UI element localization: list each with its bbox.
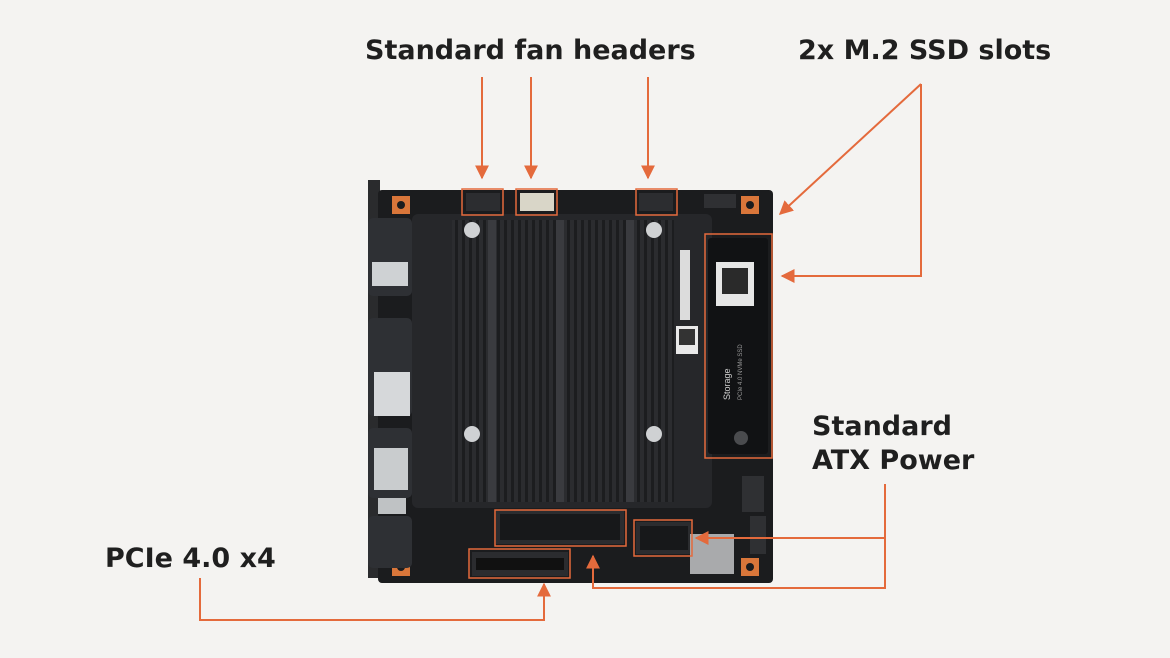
ssd-arrow-1: [778, 83, 922, 215]
cpu-heatsink: [412, 214, 712, 508]
m2-ssd: Storage PCIe 4.0 NVMe SSD: [708, 238, 768, 454]
fan-header-2: [520, 193, 554, 211]
ssd-brand-text: Storage: [722, 368, 732, 400]
atx-power-label-line1: Standard: [812, 411, 952, 442]
atx-8pin-connector: [636, 522, 692, 554]
heatsink-screw: [646, 426, 662, 442]
pcie-label: PCIe 4.0 x4: [105, 543, 276, 574]
fan-headers-label: Standard fan headers: [365, 35, 696, 66]
ssd-model-text: PCIe 4.0 NVMe SSD: [738, 344, 744, 400]
callout-arrows: [199, 77, 922, 621]
atx-24pin-connector: [496, 510, 624, 544]
pcie-slot: [472, 552, 568, 576]
misc-header: [704, 194, 736, 208]
motherboard: Storage PCIe 4.0 NVMe SSD: [368, 180, 773, 583]
lan-port: [690, 534, 734, 574]
heatsink-screw: [464, 222, 480, 238]
heatsink-screw: [464, 426, 480, 442]
pcie-arrow: [199, 578, 551, 621]
fan-header-3: [639, 193, 673, 211]
ssd-arrow-2: [780, 84, 922, 283]
callout-boxes: [461, 188, 773, 579]
atx-power-label: Standard ATX Power: [812, 410, 974, 478]
atx-power-label-line2: ATX Power: [812, 445, 975, 476]
misc-header: [750, 516, 766, 554]
misc-header: [742, 476, 764, 512]
ssd-screw: [734, 431, 748, 445]
rear-io-ports: [368, 218, 412, 568]
ssd-slots-label: 2x M.2 SSD slots: [798, 35, 1052, 66]
fan-header-1: [466, 193, 500, 211]
heatsink-screw: [646, 222, 662, 238]
atx-arrow-2: [586, 538, 886, 589]
